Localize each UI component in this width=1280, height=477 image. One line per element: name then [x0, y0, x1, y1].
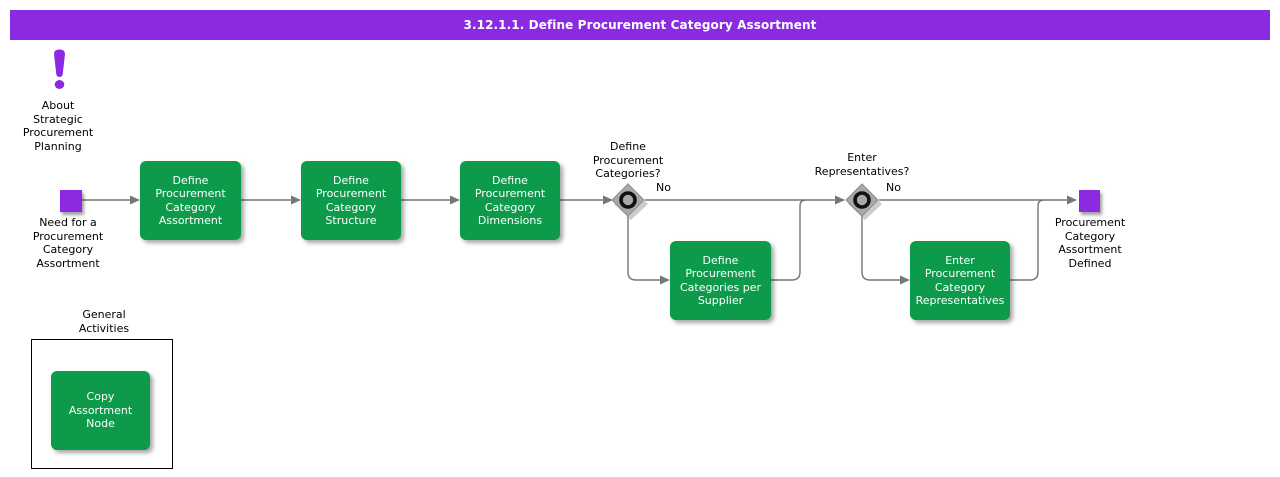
task-define-procurement-category-dimensions[interactable]: Define Procurement Category Dimensions [460, 161, 560, 240]
task-label: Define Procurement Categories per Suppli… [679, 253, 762, 308]
task-copy-assortment-node[interactable]: Copy Assortment Node [51, 371, 150, 450]
page-title: 3.12.1.1. Define Procurement Category As… [463, 18, 817, 32]
gateway-question-define-categories: Define Procurement Categories? [592, 140, 664, 180]
about-link-label[interactable]: About Strategic Procurement Planning [22, 99, 94, 153]
task-label: Define Procurement Category Dimensions [474, 173, 546, 228]
arrowheads [130, 195, 1077, 285]
gateway-ring-icon [619, 191, 637, 209]
task-enter-procurement-category-representatives[interactable]: Enter Procurement Category Representativ… [910, 241, 1010, 320]
gateway-no-label: No [886, 181, 901, 194]
exclamation-bar [54, 49, 65, 77]
general-activities-label: General Activities [78, 308, 130, 335]
title-bar: 3.12.1.1. Define Procurement Category As… [10, 10, 1270, 40]
gateway-question-enter-representatives: Enter Representatives? [814, 151, 910, 178]
gateway-enter-representatives [845, 183, 882, 220]
task-label: Define Procurement Category Assortment [155, 173, 226, 228]
start-event-node [60, 190, 82, 212]
end-event-label: Procurement Category Assortment Defined [1054, 216, 1126, 270]
task-define-procurement-category-assortment[interactable]: Define Procurement Category Assortment [140, 161, 241, 240]
gateway-diamond [845, 183, 879, 217]
gateway-diamond [611, 183, 645, 217]
exclamation-dot [54, 80, 65, 89]
flow-lines [82, 199, 1068, 281]
about-info-icon[interactable] [46, 46, 74, 94]
task-label: Copy Assortment Node [68, 390, 133, 431]
gateway-no-label: No [656, 181, 671, 194]
task-label: Define Procurement Category Structure [315, 173, 387, 228]
gateway-ring-icon [853, 191, 871, 209]
end-event-node [1079, 190, 1100, 212]
task-label: Enter Procurement Category Representativ… [915, 253, 1005, 308]
start-event-label: Need for a Procurement Category Assortme… [32, 216, 104, 270]
gateway-define-categories [611, 183, 648, 220]
task-define-procurement-category-structure[interactable]: Define Procurement Category Structure [301, 161, 401, 240]
task-define-procurement-categories-per-supplier[interactable]: Define Procurement Categories per Suppli… [670, 241, 771, 320]
